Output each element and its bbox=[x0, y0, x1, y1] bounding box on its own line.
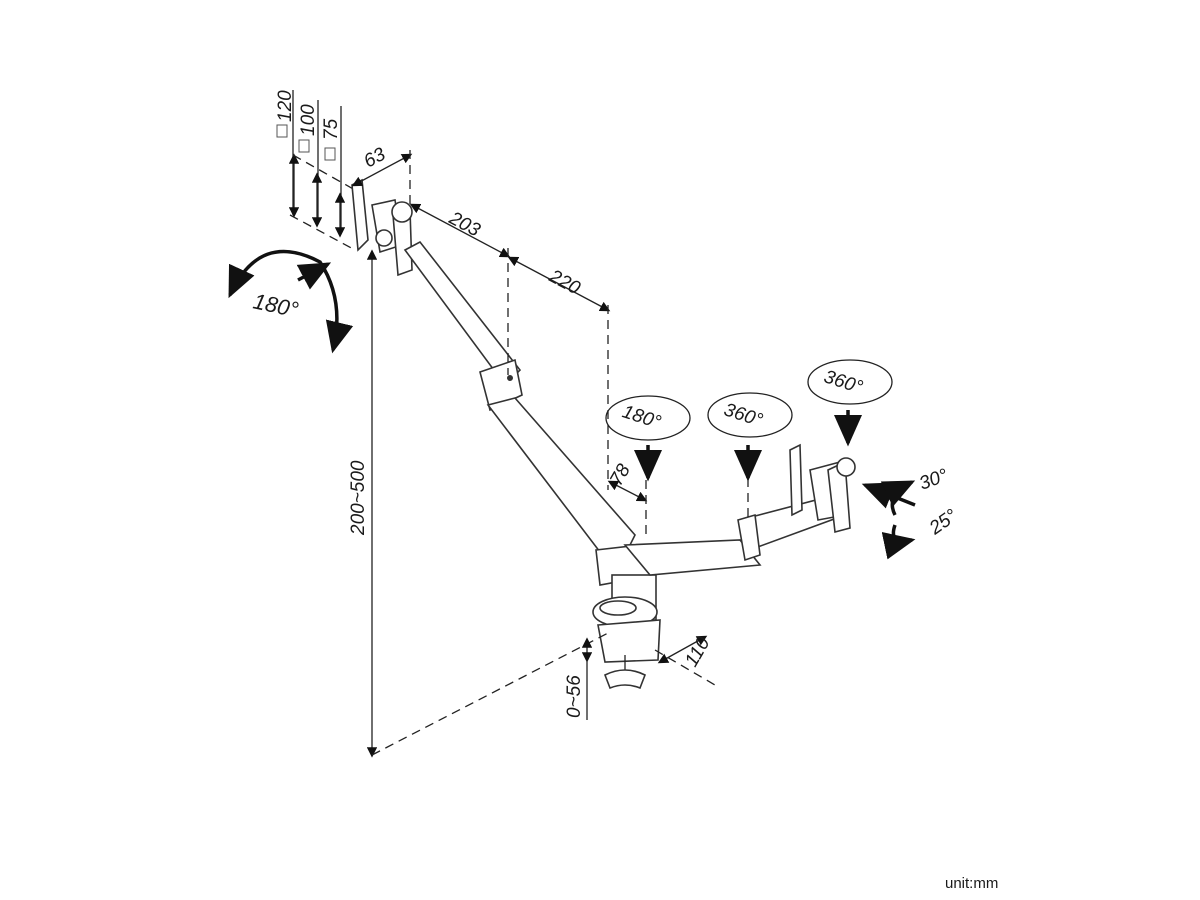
dim-height-label: 200~500 bbox=[348, 460, 369, 536]
rotation-360-icon bbox=[707, 392, 793, 482]
second-arm bbox=[623, 494, 847, 576]
left-rotation-arrow-icon bbox=[228, 249, 354, 354]
vesa-dimension-lines bbox=[276, 90, 356, 251]
head-360-label: 360° bbox=[821, 366, 865, 398]
dim-203-label: 203 bbox=[445, 207, 484, 241]
right-monitor-head bbox=[789, 443, 856, 534]
vesa-120-label: 120 bbox=[275, 90, 296, 122]
unit-label: unit:mm bbox=[945, 875, 998, 892]
joint-360-label: 360° bbox=[721, 399, 765, 431]
joint-180-label: 180° bbox=[620, 401, 664, 433]
vesa-75-label: 75 bbox=[321, 118, 342, 140]
vesa-100-label: 100 bbox=[298, 104, 319, 136]
rotation-180-icon bbox=[605, 395, 691, 482]
left-180-label: 180° bbox=[251, 288, 301, 322]
left-monitor-head bbox=[351, 178, 413, 277]
tilt-30-label: 30° bbox=[917, 465, 952, 495]
desk-clamp bbox=[592, 574, 661, 690]
main-dimension-lines bbox=[351, 150, 749, 758]
tilt-25-label: 25° bbox=[925, 505, 962, 539]
dim-desk-label: 0~56 bbox=[564, 675, 585, 718]
lower-arm bbox=[486, 397, 657, 586]
tilt-arrows-icon bbox=[861, 480, 916, 560]
upper-arm bbox=[403, 240, 523, 412]
rotation-360-head-icon bbox=[807, 359, 893, 447]
dim-110-label: 110 bbox=[681, 633, 715, 670]
dim-78-label: 78 bbox=[606, 460, 635, 489]
